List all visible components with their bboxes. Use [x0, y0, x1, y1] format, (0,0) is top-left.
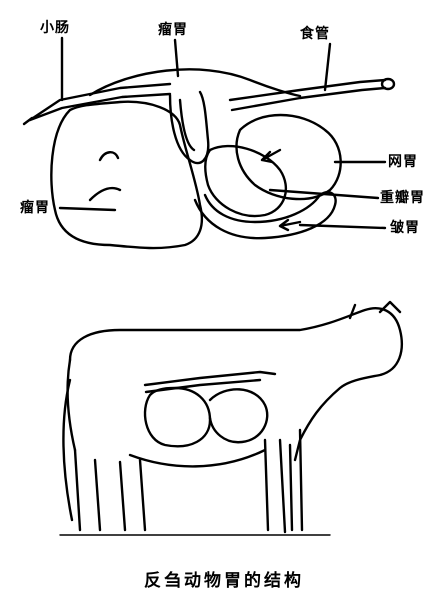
rumen-body: [51, 102, 202, 248]
rumen-fold: [100, 152, 118, 160]
middle-loop: [170, 92, 208, 163]
cow-back: [68, 360, 75, 450]
small-intestine-tip: [24, 118, 32, 124]
cow-stomach-rumen: [145, 388, 210, 446]
flow-arrow-2: [280, 220, 300, 230]
leader-esophagus: [325, 44, 330, 90]
label-rumen-top: 瘤胃: [158, 22, 188, 38]
label-omasum: 重瓣胃: [380, 190, 425, 206]
cow-rear-leg: [75, 450, 145, 530]
cow-body: [70, 308, 402, 460]
label-esophagus: 食管: [300, 26, 330, 42]
esophagus-end: [382, 79, 394, 89]
label-rumen-left: 瘤胃: [20, 200, 50, 216]
label-abomasum: 皱胃: [390, 220, 420, 236]
upper-arch: [90, 69, 300, 96]
label-small-intestine: 小肠: [40, 20, 70, 36]
leader-rumen-left: [60, 208, 115, 210]
middle-loop-inner: [180, 100, 194, 150]
cow-stomach-tube: [145, 372, 275, 392]
figure-caption: 反刍动物胃的结构: [0, 566, 448, 591]
cow-front-leg: [265, 430, 302, 532]
esophagus-tube: [230, 80, 385, 110]
reticulum-body: [236, 115, 340, 199]
label-reticulum: 网胃: [388, 154, 418, 170]
omasum-body: [205, 146, 286, 216]
rumen-crease: [90, 188, 120, 200]
cow-belly: [130, 450, 265, 466]
cow-stomach-right: [210, 389, 267, 442]
